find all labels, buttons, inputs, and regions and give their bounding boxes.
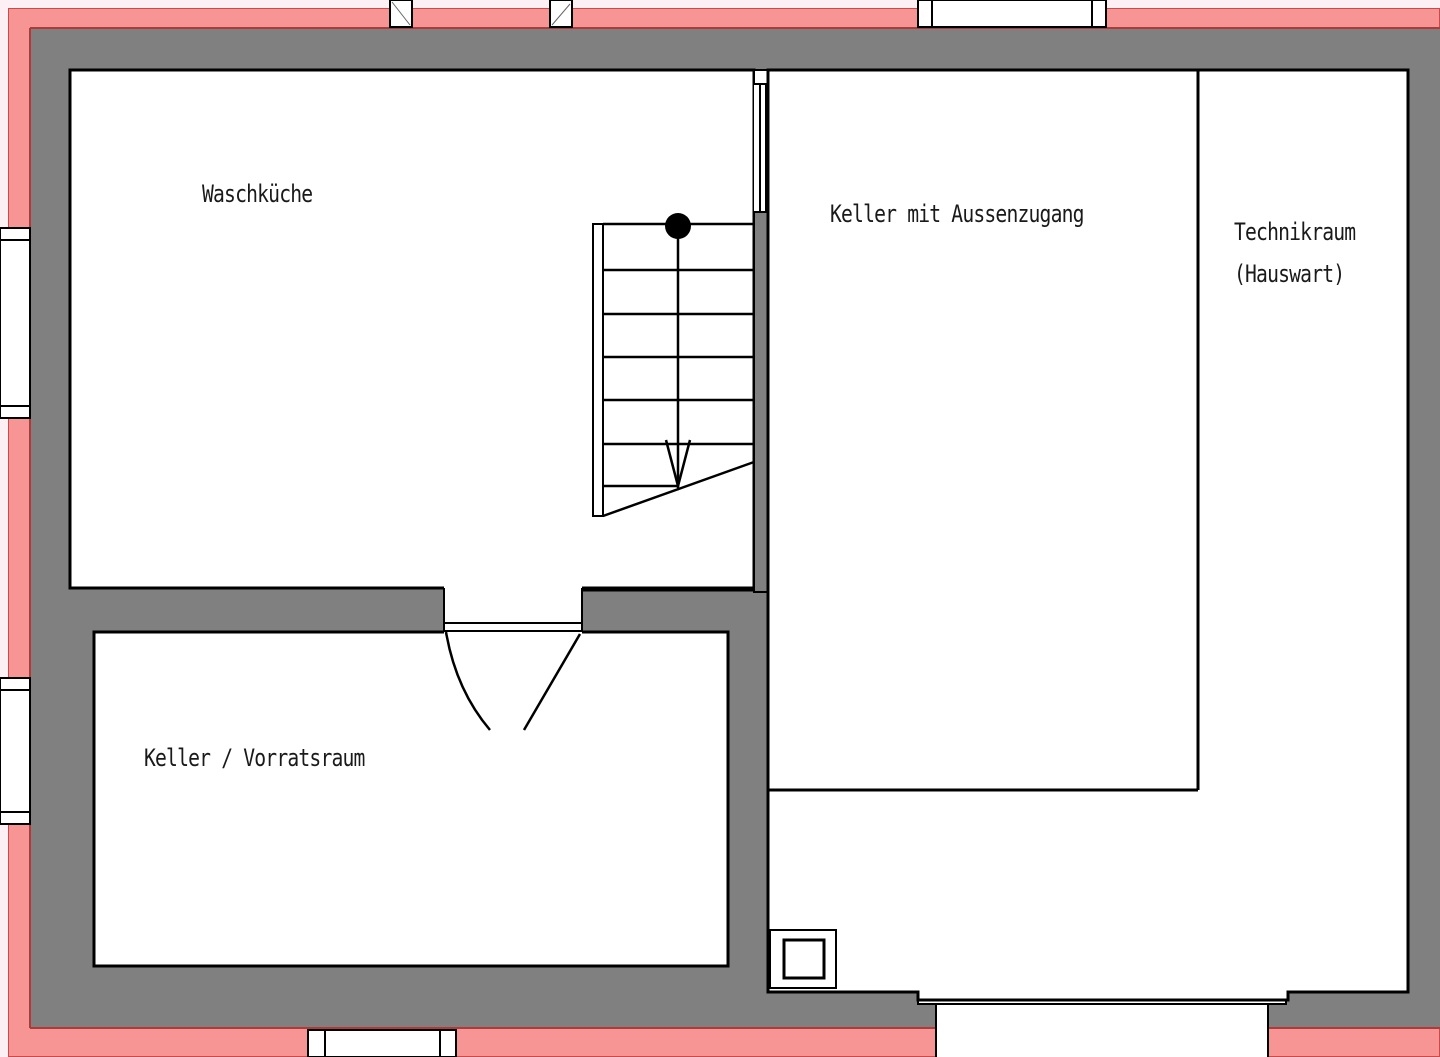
exterior-door xyxy=(917,995,1287,1057)
room-keller-vorratsraum xyxy=(92,630,730,968)
stair-start-dot xyxy=(665,213,691,239)
window-top-3 xyxy=(917,0,1107,28)
label-keller-vorratsraum: Keller / Vorratsraum xyxy=(144,744,365,772)
shaft xyxy=(769,929,837,989)
stair-arrow-icon xyxy=(664,439,692,491)
stair xyxy=(592,213,755,518)
window-top-2 xyxy=(549,0,573,28)
label-technikraum: Technikraum xyxy=(1234,218,1356,246)
window-bottom-1 xyxy=(307,1029,457,1057)
room-waschkueche xyxy=(68,68,756,590)
label-waschkueche: Waschküche xyxy=(202,180,313,208)
room-keller-aussenzugang xyxy=(766,68,1410,1002)
interior-door xyxy=(70,586,754,731)
partition-wall xyxy=(753,211,769,593)
window-left-1 xyxy=(0,227,31,419)
label-hauswart: (Hauswart) xyxy=(1234,260,1345,288)
window-top-1 xyxy=(389,0,413,28)
window-left-2 xyxy=(0,677,31,825)
label-keller-aussenzugang: Keller mit Aussenzugang xyxy=(830,200,1084,228)
